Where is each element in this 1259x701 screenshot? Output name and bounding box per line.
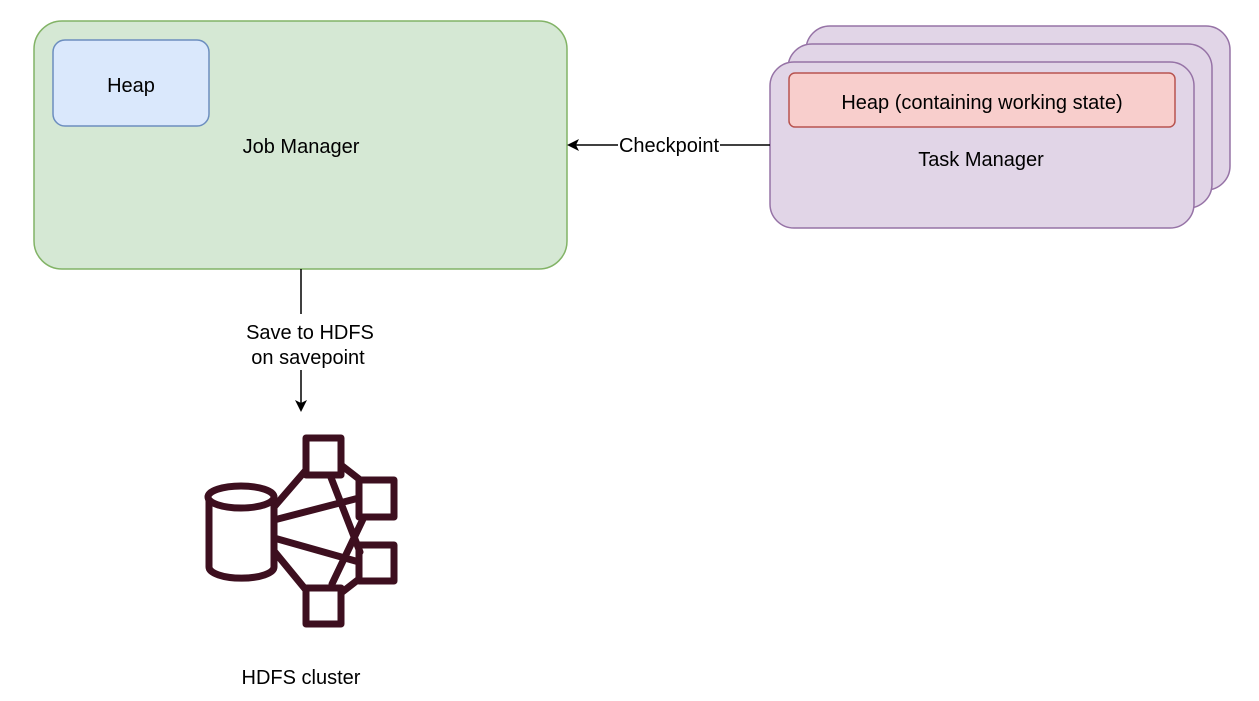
- task-manager-heap-box: [788, 72, 1176, 128]
- task-manager-node: Heap (containing working state) Task Man…: [769, 25, 1231, 229]
- hdfs-cluster-label: HDFS cluster: [242, 667, 361, 689]
- task-manager-label: Task Manager: [918, 149, 1044, 171]
- job-manager-heap-box: [52, 39, 210, 127]
- savepoint-edge: Save to HDFS on savepoint: [246, 269, 374, 412]
- job-manager-label: Job Manager: [243, 136, 360, 158]
- hdfs-cluster-icon: [204, 434, 398, 628]
- job-manager-node: Heap Job Manager: [33, 20, 568, 270]
- job-manager-heap-label: Heap: [107, 75, 155, 97]
- checkpoint-label: Checkpoint: [619, 135, 720, 157]
- savepoint-label-line1: Save to HDFS: [246, 322, 374, 344]
- task-manager-heap-label: Heap (containing working state): [841, 92, 1122, 114]
- savepoint-label-line2: on savepoint: [251, 347, 365, 369]
- checkpoint-edge: Checkpoint: [567, 135, 770, 157]
